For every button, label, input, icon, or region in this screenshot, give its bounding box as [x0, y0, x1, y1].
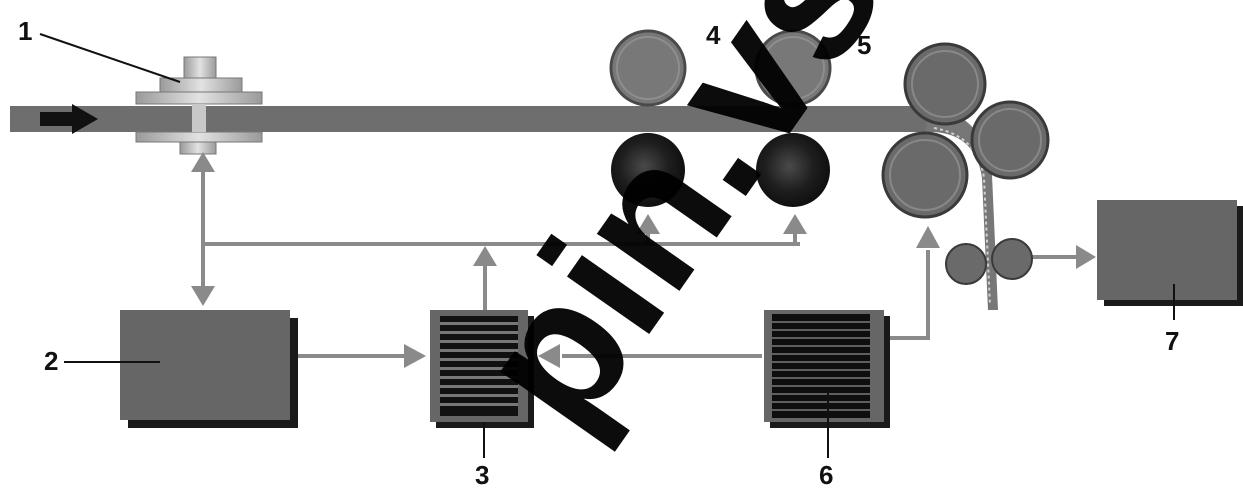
label-1-leader — [39, 33, 181, 83]
label-5: 5 — [857, 30, 871, 60]
label-2: 2 — [44, 346, 58, 376]
lower-work-roll-1 — [611, 133, 685, 207]
roll-5-upper — [903, 42, 987, 126]
mill-stand-4 — [609, 29, 832, 207]
upper-work-roll-2 — [754, 29, 832, 107]
thickness-gauge — [135, 56, 263, 155]
control-lines — [201, 168, 1080, 358]
feed-direction-arrow — [40, 104, 98, 134]
box-7-coiler-unit — [1097, 200, 1243, 306]
roll-5-lower — [881, 131, 969, 219]
upper-work-roll-1 — [609, 29, 687, 107]
box-2-measurement-unit — [120, 310, 298, 428]
label-3: 3 — [475, 460, 489, 488]
pinch-rolls — [945, 238, 1033, 285]
label-1: 1 — [18, 16, 32, 46]
box-3-controller — [430, 310, 534, 428]
label-7: 7 — [1165, 326, 1179, 356]
box-6-controller — [764, 310, 890, 428]
label-4: 4 — [706, 20, 721, 50]
mill-stand-5 — [881, 42, 1050, 219]
roll-5-right — [970, 100, 1050, 180]
control-arrowheads — [191, 152, 1096, 368]
lower-work-roll-2 — [756, 133, 830, 207]
label-6: 6 — [819, 460, 833, 488]
